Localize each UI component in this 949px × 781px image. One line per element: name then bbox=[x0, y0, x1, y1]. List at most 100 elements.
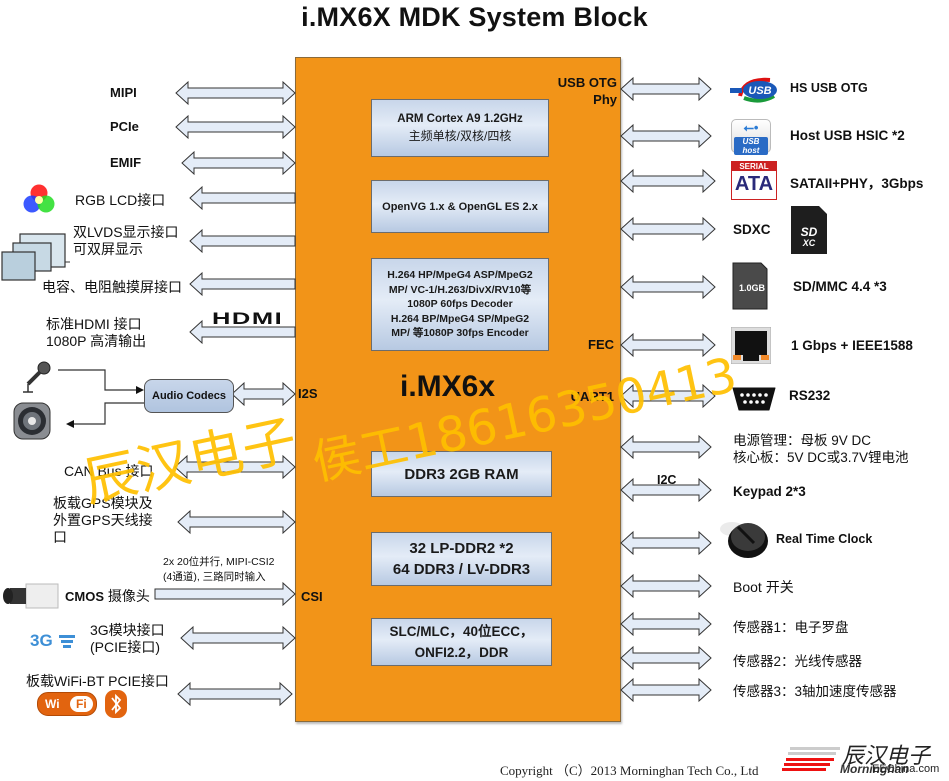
sdxc-arrow bbox=[620, 216, 716, 242]
lpddr-line-1: 32 LP-DDR2 *2 bbox=[409, 540, 514, 557]
vpu-line-1: H.264 HP/MpeG4 ASP/MpeG2 bbox=[387, 269, 533, 282]
emif-arrow bbox=[181, 150, 296, 176]
sata-label: SATAII+PHY，3Gbps bbox=[790, 176, 924, 191]
speaker-icon bbox=[13, 402, 51, 440]
csi-note-line-2: (4通道), 三路同时输入 bbox=[163, 571, 266, 583]
phy-label: Phy bbox=[593, 92, 617, 107]
gps-line-1: 板载GPS模块及 bbox=[53, 495, 153, 511]
mic-to-codec-line-head bbox=[136, 386, 144, 394]
usb-symbol-icon: ⭠• bbox=[743, 120, 759, 135]
wifi-logo-wi: Wi bbox=[45, 697, 60, 711]
cpu-line-1: ARM Cortex A9 1.2GHz bbox=[397, 113, 523, 125]
morninghan-logo-stripes bbox=[782, 747, 840, 771]
hdmi-line-2: 1080P 高清输出 bbox=[46, 333, 147, 349]
host-usb-label: Host USB HSIC *2 bbox=[790, 128, 905, 143]
3g-logo: 3G bbox=[30, 631, 76, 651]
3g-line-2: (PCIE接口) bbox=[90, 639, 160, 655]
gps-line-3: 口 bbox=[53, 529, 67, 545]
cmos-text: 摄像头 bbox=[104, 588, 150, 604]
camera-icon bbox=[3, 583, 59, 609]
ddr3-ram-line: DDR3 2GB RAM bbox=[404, 465, 519, 483]
power-line-2: 核心板：5V DC或3.7V锂电池 bbox=[733, 450, 909, 465]
emif-label: EMIF bbox=[110, 155, 142, 170]
codec-to-speaker-line bbox=[72, 402, 144, 425]
nand-line-2: ONFI2.2，DDR bbox=[414, 645, 509, 660]
i2s-label: I2S bbox=[298, 386, 318, 401]
pcie-arrow bbox=[175, 114, 296, 140]
power-label: 电源管理：母板 9V DC 核心板：5V DC或3.7V锂电池 bbox=[733, 432, 909, 466]
wifi-bt-label: 板载WiFi-BT PCIE接口 bbox=[26, 673, 169, 689]
touch-label: 电容、电阻触摸屏接口 bbox=[42, 279, 182, 295]
sd-card-text: 1.0GB bbox=[739, 283, 766, 293]
sdxc-card-icon: SD XC bbox=[791, 206, 827, 254]
vpu-line-5: MP/ 等1080P 30fps Encoder bbox=[391, 327, 529, 340]
soc-name: i.MX6x bbox=[400, 370, 496, 403]
sd-card-icon: 1.0GB bbox=[732, 262, 768, 310]
ddr3-ram-block: DDR3 2GB RAM bbox=[371, 451, 552, 497]
keypad-label: Keypad 2*3 bbox=[733, 484, 806, 499]
lvds-label: 双LVDS显示接口 可双屏显示 bbox=[73, 224, 179, 258]
sensor2-label: 传感器2：光线传感器 bbox=[733, 654, 863, 669]
usb-otg-arrow bbox=[620, 76, 712, 102]
copyright-text: Copyright （C）2013 Morninghan Tech Co., L… bbox=[500, 763, 759, 778]
nand-block: SLC/MLC，40位ECC， ONFI2.2，DDR bbox=[371, 618, 552, 666]
codec-to-speaker-line-head bbox=[66, 420, 74, 428]
lvds-line-1: 双LVDS显示接口 bbox=[73, 224, 179, 240]
lvds-line-2: 可双屏显示 bbox=[73, 241, 143, 257]
usb-host-icon: ⭠• USB host bbox=[731, 119, 771, 155]
sensor1-label: 传感器1：电子罗盘 bbox=[733, 620, 849, 635]
rgb-lcd-arrow bbox=[189, 185, 296, 211]
diagram-title: i.MX6X MDK System Block bbox=[301, 2, 648, 32]
3g-logo-text: 3G bbox=[30, 631, 53, 650]
rgb-color-icon bbox=[23, 184, 55, 213]
wifi-logo-fi: Fi bbox=[70, 696, 93, 712]
svg-text:XC: XC bbox=[802, 238, 816, 248]
i2c-label: I2C bbox=[657, 473, 677, 487]
bluetooth-icon bbox=[105, 690, 127, 718]
sata-logo-serial: SERIAL bbox=[732, 162, 776, 171]
sdmmc-label: SD/MMC 4.4 *3 bbox=[793, 279, 887, 294]
power-arrow bbox=[620, 434, 712, 460]
site-watermark: EEChina.com bbox=[872, 763, 940, 775]
lpddr-block: 32 LP-DDR2 *2 64 DDR3 / LV-DDR3 bbox=[371, 532, 552, 586]
dual-display-icon bbox=[1, 233, 70, 281]
usb-otg-label: USB OTG bbox=[557, 75, 617, 90]
host-usb-arrow bbox=[620, 123, 712, 149]
vpu-line-4: H.264 BP/MpeG4 SP/MpeG2 bbox=[390, 312, 530, 325]
lpddr-line-2: 64 DDR3 / LV-DDR3 bbox=[392, 561, 531, 578]
cpu-line-2: 主频单核/双核/四核 bbox=[408, 129, 512, 143]
cpu-block: ARM Cortex A9 1.2GHz 主频单核/双核/四核 bbox=[371, 99, 549, 157]
wifi-logo: Wi Fi bbox=[37, 692, 97, 716]
logo-chinese: 辰汉电子 bbox=[842, 743, 931, 768]
sensor3-label: 传感器3：3轴加速度传感器 bbox=[733, 684, 897, 699]
sdmmc-arrow bbox=[620, 274, 716, 300]
power-line-1: 电源管理：母板 9V DC bbox=[733, 433, 872, 448]
mic-to-codec-line bbox=[58, 369, 138, 391]
wifi-bt-arrow bbox=[177, 681, 293, 707]
mipi-label: MIPI bbox=[110, 85, 137, 100]
vpu-line-2: MP/ VC-1/H.263/DivX/RV10等 bbox=[388, 283, 532, 296]
mipi-arrow bbox=[175, 80, 296, 106]
rtc-label: Real Time Clock bbox=[776, 532, 873, 546]
usb-host-logo-text: USB host bbox=[734, 137, 768, 155]
usb-certified-icon: USB bbox=[730, 77, 777, 103]
sdxc-label: SDXC bbox=[733, 222, 771, 237]
rgb-lcd-label: RGB LCD接口 bbox=[75, 192, 166, 208]
audio-codecs-block: Audio Codecs bbox=[144, 379, 234, 413]
hdmi-line-1: 标准HDMI 接口 bbox=[46, 316, 142, 332]
hdmi-logo: HDMI bbox=[212, 309, 284, 328]
sensor2-arrow bbox=[620, 645, 712, 671]
touch-arrow bbox=[189, 271, 296, 297]
ethernet-port-icon bbox=[731, 327, 771, 364]
pcie-label: PCIe bbox=[110, 119, 139, 134]
can-bus-label: CAN Bus 接口 bbox=[64, 463, 154, 479]
vpu-line-3: 1080P 60fps Decoder bbox=[407, 298, 513, 311]
signal-icon bbox=[59, 634, 76, 648]
boot-label: Boot 开关 bbox=[733, 579, 794, 595]
cmos-label: CMOS 摄像头 bbox=[65, 586, 150, 606]
microphone-icon bbox=[23, 361, 51, 393]
usb-otg-phy-label: USB OTG Phy bbox=[558, 74, 617, 108]
fec-label: FEC bbox=[588, 337, 614, 352]
soc-block: ARM Cortex A9 1.2GHz 主频单核/双核/四核 OpenVG 1… bbox=[295, 57, 621, 722]
watermark-company: 辰汉电子 bbox=[77, 407, 303, 515]
